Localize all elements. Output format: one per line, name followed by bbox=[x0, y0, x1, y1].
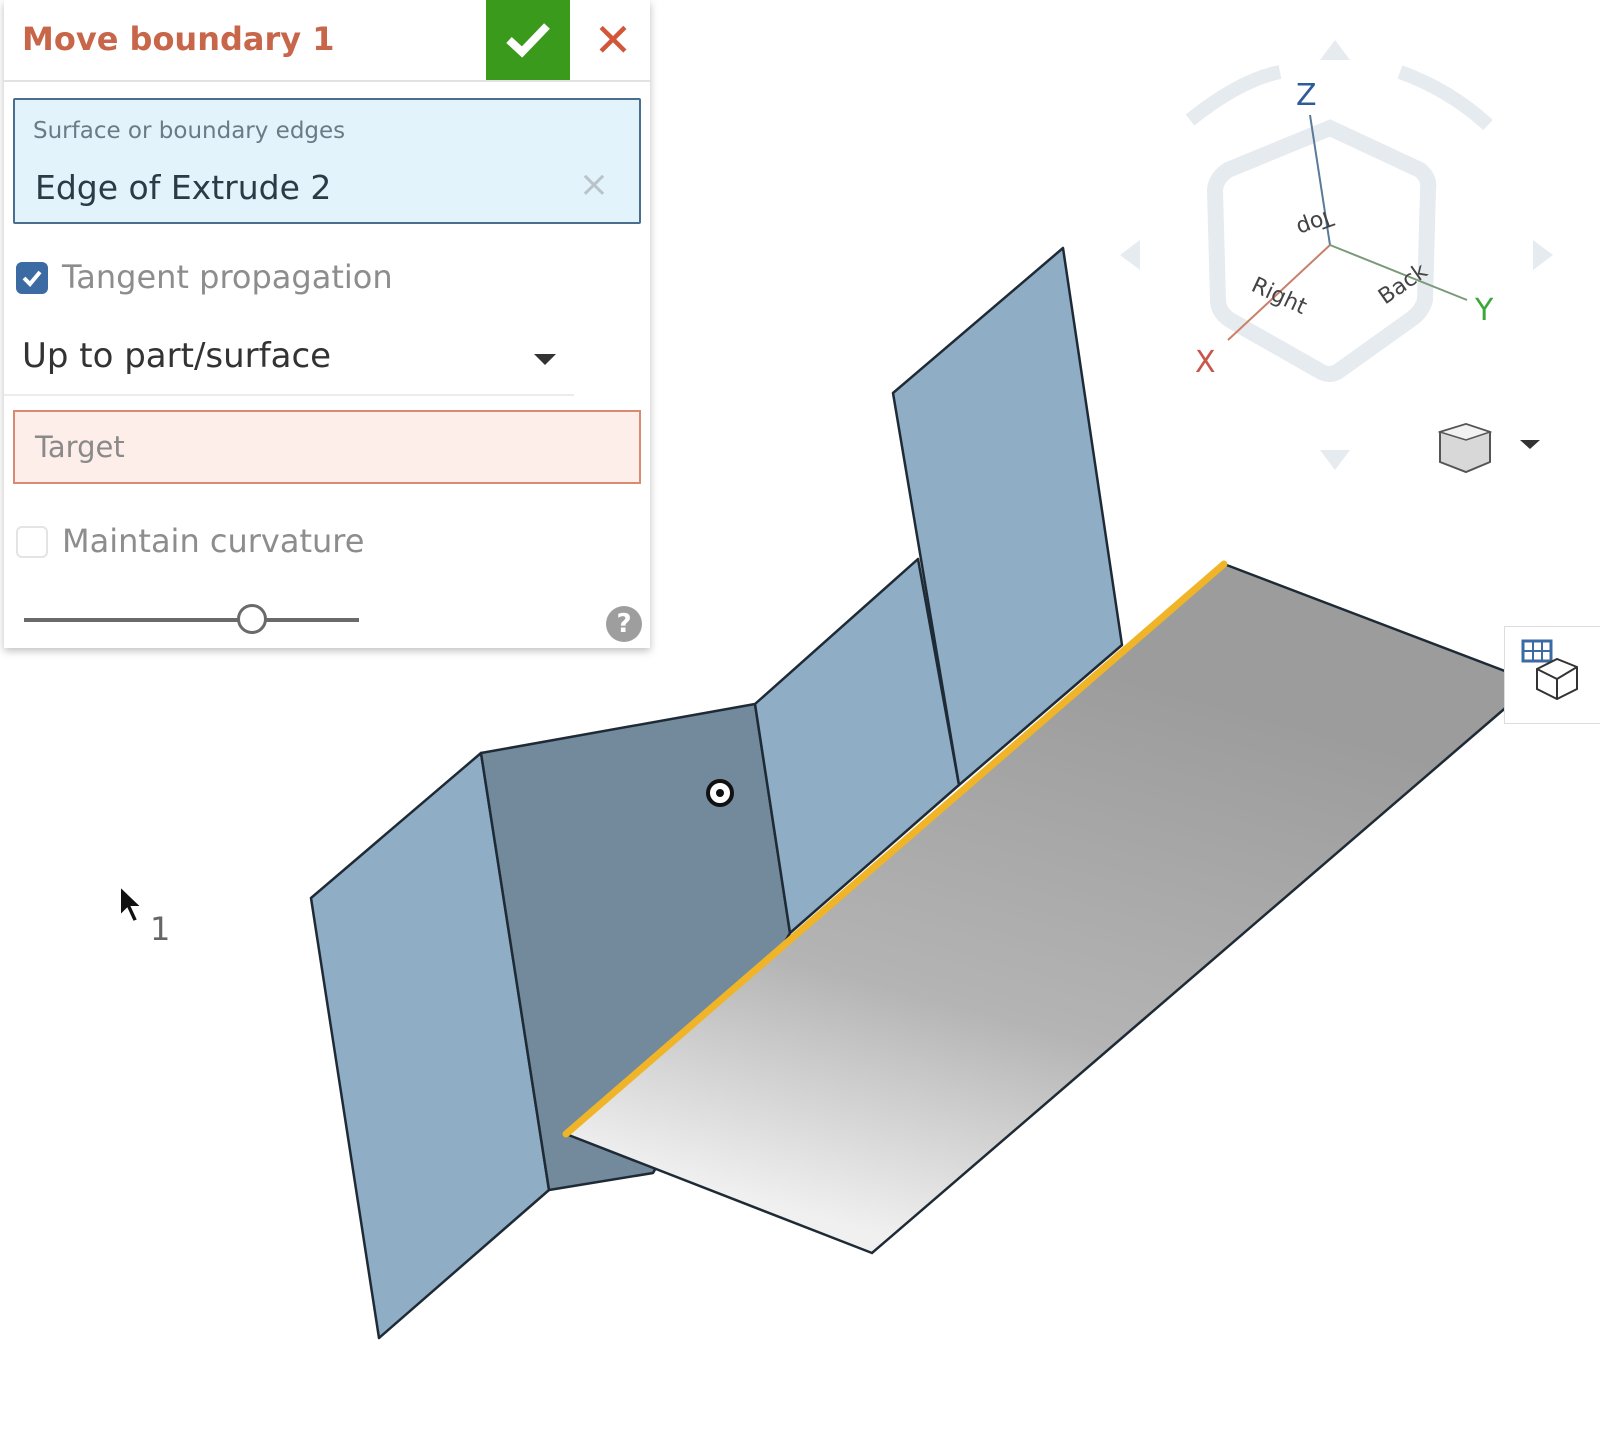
move-boundary-dialog: Move boundary 1 ✕ Surface or boundary ed… bbox=[4, 0, 650, 648]
target-field[interactable]: Target bbox=[13, 410, 641, 484]
face-top-label: Top bbox=[1293, 204, 1337, 241]
axis-x-label: X bbox=[1195, 345, 1216, 380]
table-cube-icon bbox=[1521, 639, 1578, 701]
slider-track[interactable] bbox=[24, 618, 359, 622]
maintain-curvature-label: Maintain curvature bbox=[62, 522, 365, 560]
mouse-cursor-icon bbox=[118, 883, 148, 930]
view-options-cube-icon[interactable] bbox=[1436, 420, 1494, 480]
help-icon[interactable]: ? bbox=[606, 606, 642, 642]
checkmark-icon bbox=[22, 270, 42, 287]
axis-z-label: Z bbox=[1296, 78, 1317, 113]
clear-selection-icon[interactable]: × bbox=[578, 164, 609, 205]
field-value: Edge of Extrude 2 bbox=[35, 168, 332, 207]
origin-target-icon bbox=[706, 779, 734, 807]
part-studio-view-button[interactable] bbox=[1504, 626, 1600, 724]
dropdown-caret-icon[interactable] bbox=[534, 354, 556, 365]
dialog-title: Move boundary 1 bbox=[22, 20, 335, 58]
close-icon: ✕ bbox=[593, 13, 633, 67]
confirm-button[interactable] bbox=[486, 0, 570, 80]
divider bbox=[4, 394, 574, 396]
view-cube[interactable] bbox=[1120, 40, 1553, 470]
tangent-propagation-checkbox[interactable] bbox=[16, 262, 48, 294]
maintain-curvature-checkbox[interactable] bbox=[16, 526, 48, 558]
target-placeholder: Target bbox=[35, 430, 125, 464]
surface-or-boundary-edges-field[interactable]: Surface or boundary edges Edge of Extrud… bbox=[13, 98, 641, 224]
axis-y-label: Y bbox=[1474, 293, 1494, 328]
check-icon bbox=[506, 23, 550, 58]
view-options-chevron-down-icon[interactable] bbox=[1520, 440, 1540, 449]
surface-face-tall[interactable] bbox=[891, 246, 1124, 787]
tangent-propagation-label: Tangent propagation bbox=[62, 258, 393, 296]
slider-handle[interactable] bbox=[236, 604, 267, 634]
end-type-dropdown[interactable]: Up to part/surface bbox=[22, 336, 332, 376]
cursor-selection-count: 1 bbox=[150, 910, 171, 948]
dialog-header: Move boundary 1 ✕ bbox=[4, 0, 650, 82]
cancel-button[interactable]: ✕ bbox=[588, 10, 638, 70]
selected-edge[interactable] bbox=[562, 560, 1228, 1138]
field-label: Surface or boundary edges bbox=[33, 118, 346, 144]
